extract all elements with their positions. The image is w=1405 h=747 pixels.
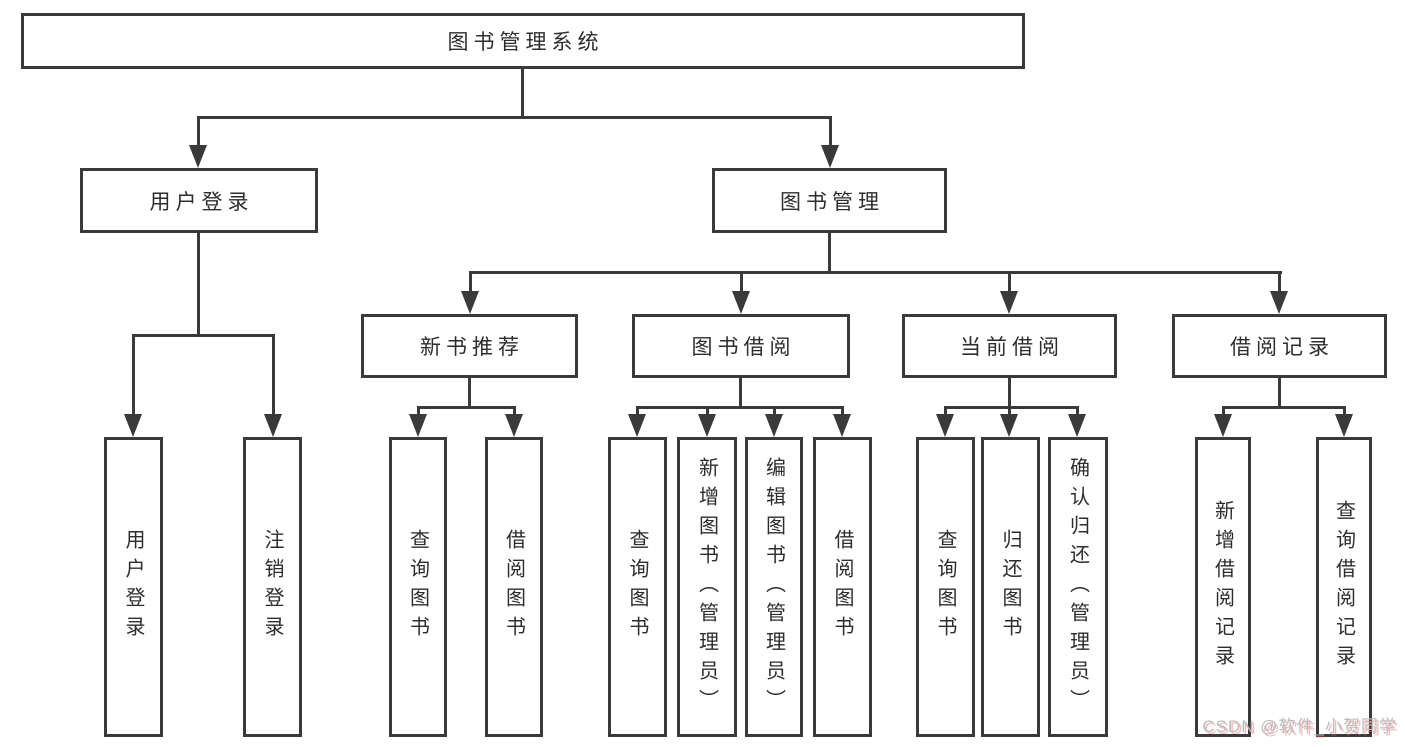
connector-line: [829, 116, 832, 148]
arrowhead-icon: [264, 414, 282, 437]
arrowhead-icon: [732, 291, 750, 314]
arrowhead-icon: [698, 414, 716, 437]
leaf-edit-books-admin-label: 编辑图书（管理员）: [762, 456, 785, 718]
node-user-login: 用户登录: [80, 168, 318, 233]
arrowhead-icon: [833, 414, 851, 437]
arrowhead-icon: [1270, 291, 1288, 314]
connector-line: [197, 233, 200, 337]
connector-line: [1008, 406, 1011, 420]
connector-line: [841, 406, 844, 420]
node-new-book-recommendation: 新书推荐: [361, 314, 578, 378]
arrowhead-icon: [936, 414, 954, 437]
node-borrowing-records-label: 借阅记录: [1230, 336, 1334, 359]
connector-line: [469, 271, 472, 295]
connector-line: [1343, 406, 1346, 420]
leaf-logout-action: 注销登录: [243, 437, 302, 737]
leaf-query-borrow-record-label: 查询借阅记录: [1332, 500, 1355, 674]
connector-line: [739, 378, 742, 409]
arrowhead-icon: [1335, 414, 1353, 437]
node-new-book-recommendation-label: 新书推荐: [420, 336, 524, 359]
node-book-management: 图书管理: [712, 168, 947, 233]
connector-line: [1222, 406, 1225, 420]
arrowhead-icon: [1068, 414, 1086, 437]
leaf-query-books-current: 查询图书: [916, 437, 975, 737]
node-book-management-label: 图书管理: [780, 190, 884, 214]
arrowhead-icon: [505, 414, 523, 437]
connector-line: [636, 406, 639, 420]
node-book-borrowing: 图书借阅: [632, 314, 850, 378]
leaf-return-books: 归还图书: [981, 437, 1040, 737]
leaf-query-books-recommend-label: 查询图书: [406, 529, 429, 645]
node-root: 图书管理系统: [21, 13, 1025, 69]
leaf-user-login-action: 用户登录: [104, 437, 163, 737]
node-root-label: 图书管理系统: [447, 31, 604, 54]
arrowhead-icon: [409, 414, 427, 437]
connector-line: [740, 271, 743, 295]
leaf-confirm-return-admin-label: 确认归还（管理员）: [1066, 456, 1089, 718]
connector-line: [1278, 378, 1281, 409]
leaf-borrow-books-borrowing-label: 借阅图书: [831, 529, 853, 645]
arrowhead-icon: [821, 145, 839, 168]
arrowhead-icon: [628, 414, 646, 437]
node-book-borrowing-label: 图书借阅: [691, 336, 796, 359]
leaf-query-books-borrowing-label: 查询图书: [626, 529, 648, 645]
arrowhead-icon: [461, 291, 479, 314]
connector-line: [197, 116, 832, 119]
leaf-edit-books-admin: 编辑图书（管理员）: [745, 437, 803, 737]
connector-line: [132, 334, 275, 337]
node-borrowing-records: 借阅记录: [1172, 314, 1387, 378]
arrowhead-icon: [124, 414, 142, 437]
leaf-return-books-label: 归还图书: [999, 529, 1021, 645]
leaf-add-books-admin-label: 新增图书（管理员）: [695, 456, 718, 718]
leaf-borrow-books-borrowing: 借阅图书: [813, 437, 872, 737]
leaf-logout-action-label: 注销登录: [261, 529, 283, 645]
connector-line: [468, 378, 471, 409]
leaf-user-login-action-label: 用户登录: [122, 529, 144, 645]
connector-line: [944, 406, 947, 420]
arrowhead-icon: [1214, 414, 1232, 437]
connector-line: [1008, 271, 1011, 295]
arrowhead-icon: [765, 414, 783, 437]
connector-line: [1076, 406, 1079, 420]
node-user-login-label: 用户登录: [149, 190, 254, 214]
connector-line: [636, 406, 843, 409]
leaf-query-books-borrowing: 查询图书: [608, 437, 667, 737]
leaf-borrow-books-recommend: 借阅图书: [485, 437, 543, 737]
connector-line: [417, 406, 420, 420]
arrowhead-icon: [189, 145, 207, 168]
connector-line: [773, 406, 776, 420]
leaf-add-books-admin: 新增图书（管理员）: [677, 437, 737, 737]
connector-line: [706, 406, 709, 420]
leaf-confirm-return-admin: 确认归还（管理员）: [1048, 437, 1108, 737]
connector-line: [513, 406, 516, 420]
leaf-add-borrow-record: 新增借阅记录: [1195, 437, 1251, 737]
connector-line: [521, 69, 524, 119]
leaf-query-books-recommend: 查询图书: [389, 437, 447, 737]
connector-line: [417, 406, 516, 409]
node-current-borrowing: 当前借阅: [902, 314, 1117, 378]
connector-line: [1008, 378, 1011, 409]
connector-line: [1278, 271, 1281, 295]
connector-line: [828, 233, 831, 274]
leaf-borrow-books-recommend-label: 借阅图书: [502, 529, 525, 645]
node-current-borrowing-label: 当前借阅: [960, 336, 1064, 359]
arrowhead-icon: [1000, 414, 1018, 437]
connector-line: [944, 406, 1079, 409]
connector-line: [1222, 406, 1346, 409]
arrowhead-icon: [1000, 291, 1018, 314]
connector-line: [272, 334, 275, 418]
leaf-query-books-current-label: 查询图书: [934, 529, 956, 645]
connector-line: [469, 271, 1282, 274]
leaf-query-borrow-record: 查询借阅记录: [1316, 437, 1372, 737]
csdn-watermark: CSDN @软件_小贺同学: [1202, 717, 1397, 736]
connector-line: [132, 334, 135, 418]
leaf-add-borrow-record-label: 新增借阅记录: [1211, 500, 1234, 674]
connector-line: [197, 116, 200, 148]
